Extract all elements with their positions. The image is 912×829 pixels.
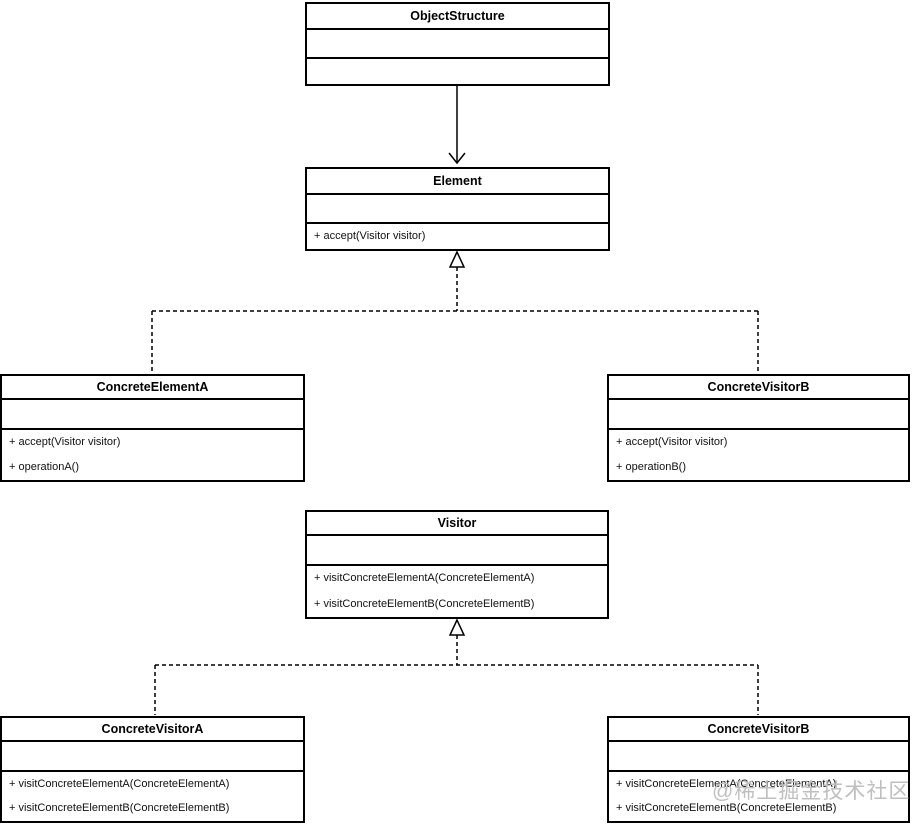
method-operation-b: + operationB() bbox=[616, 461, 687, 473]
class-attributes-compartment bbox=[307, 536, 607, 566]
class-title: ConcreteVisitorB bbox=[609, 718, 908, 742]
class-title: ConcreteVisitorA bbox=[2, 718, 303, 742]
class-box-concrete-visitor-b-top: ConcreteVisitorB + accept(Visitor visito… bbox=[607, 374, 910, 482]
class-attributes-compartment bbox=[2, 400, 303, 430]
class-attributes-compartment bbox=[307, 30, 608, 59]
class-title: ObjectStructure bbox=[307, 4, 608, 30]
class-title: Visitor bbox=[307, 512, 607, 536]
hollow-triangle-icon bbox=[448, 618, 466, 636]
class-title: ConcreteVisitorB bbox=[609, 376, 908, 400]
method-accept: + accept(Visitor visitor) bbox=[314, 230, 426, 242]
method-visit-concrete-element-a: + visitConcreteElementA(ConcreteElementA… bbox=[314, 572, 535, 585]
hollow-triangle-icon bbox=[448, 250, 466, 268]
class-methods-compartment: + accept(Visitor visitor) + operationA() bbox=[2, 430, 303, 480]
class-box-concrete-visitor-a: ConcreteVisitorA + visitConcreteElementA… bbox=[0, 716, 305, 823]
class-box-visitor: Visitor + visitConcreteElementA(Concrete… bbox=[305, 510, 609, 619]
class-box-concrete-element-a: ConcreteElementA + accept(Visitor visito… bbox=[0, 374, 305, 482]
class-attributes-compartment bbox=[307, 195, 608, 224]
class-attributes-compartment bbox=[2, 742, 303, 772]
class-methods-compartment: + visitConcreteElementA(ConcreteElementA… bbox=[307, 566, 607, 617]
class-box-objectstructure: ObjectStructure bbox=[305, 2, 610, 86]
method-visit-concrete-element-a: + visitConcreteElementA(ConcreteElementA… bbox=[616, 777, 837, 790]
class-attributes-compartment bbox=[609, 400, 908, 430]
realization-elements-to-element bbox=[151, 250, 759, 373]
class-methods-compartment: + accept(Visitor visitor) + operationB() bbox=[609, 430, 908, 480]
class-attributes-compartment bbox=[609, 742, 908, 772]
class-methods-compartment bbox=[307, 59, 608, 84]
method-visit-concrete-element-b: + visitConcreteElementB(ConcreteElementB… bbox=[616, 802, 837, 815]
method-accept: + accept(Visitor visitor) bbox=[616, 436, 728, 448]
class-methods-compartment: + visitConcreteElementA(ConcreteElementA… bbox=[609, 772, 908, 821]
method-visit-concrete-element-b: + visitConcreteElementB(ConcreteElementB… bbox=[9, 802, 230, 815]
open-arrowhead-icon bbox=[448, 152, 466, 165]
class-box-concrete-visitor-b-bottom: ConcreteVisitorB + visitConcreteElementA… bbox=[607, 716, 910, 823]
realization-visitors-to-visitor bbox=[154, 618, 759, 715]
watermark-text: @稀土掘金技术社区 bbox=[712, 780, 911, 803]
class-title: Element bbox=[307, 169, 608, 195]
method-accept: + accept(Visitor visitor) bbox=[9, 436, 121, 448]
method-visit-concrete-element-b: + visitConcreteElementB(ConcreteElementB… bbox=[314, 597, 535, 610]
method-operation-a: + operationA() bbox=[9, 461, 80, 473]
class-box-element: Element + accept(Visitor visitor) bbox=[305, 167, 610, 251]
association-objectstructure-element bbox=[448, 86, 466, 165]
method-visit-concrete-element-a: + visitConcreteElementA(ConcreteElementA… bbox=[9, 777, 230, 790]
class-title: ConcreteElementA bbox=[2, 376, 303, 400]
class-methods-compartment: + visitConcreteElementA(ConcreteElementA… bbox=[2, 772, 303, 821]
class-methods-compartment: + accept(Visitor visitor) bbox=[307, 224, 608, 249]
